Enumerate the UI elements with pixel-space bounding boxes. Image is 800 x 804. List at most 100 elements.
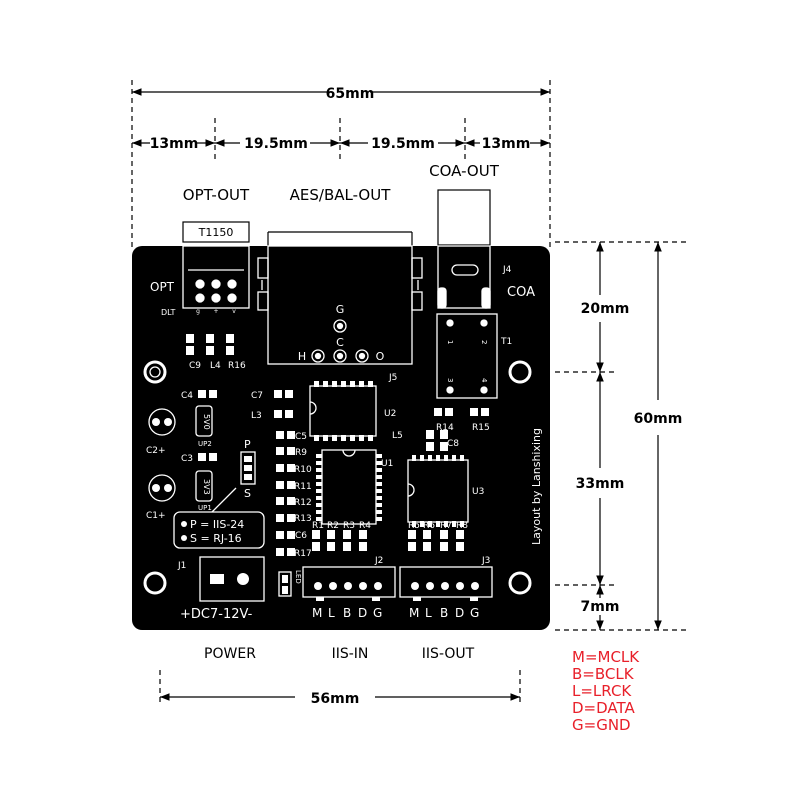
silk-r-left-0: R1: [312, 521, 324, 531]
silk-r-right-1: R6: [423, 521, 435, 531]
t1-outline: [436, 313, 498, 399]
silk-j2-pin-d: D: [358, 606, 367, 620]
silk-r-right-2: R7: [440, 521, 452, 531]
silk-up1: UP1: [198, 504, 212, 512]
ic-pin: [436, 455, 440, 461]
dim-total-width: 65mm: [326, 86, 375, 102]
silk-j3-pin-l: L: [425, 606, 432, 620]
silk-r-left-1: R2: [327, 521, 339, 531]
silk-j3-pin-m: M: [409, 606, 419, 620]
ic-pin: [412, 455, 416, 461]
ic-pin: [452, 521, 456, 527]
ic-pin: [316, 461, 322, 465]
dim-seg-1: 13mm: [150, 136, 199, 152]
silk-reg2-mark: 3V3: [202, 479, 211, 495]
silk-c1: C1+: [146, 511, 166, 521]
legend-l: L=LRCK: [572, 682, 632, 700]
silk-r11: R11: [294, 482, 312, 492]
legend-m: M=MCLK: [572, 648, 640, 666]
silk-xlr-c: C: [336, 336, 344, 349]
silk-l3: L3: [251, 411, 262, 421]
silk-c4: C4: [181, 391, 193, 401]
silk-j5: J5: [388, 373, 397, 383]
smd-pad: [359, 542, 367, 551]
silk-r13: R13: [294, 514, 312, 524]
ps-jumper: [240, 451, 256, 485]
c1-cap: [148, 474, 176, 502]
ic-pin: [316, 496, 322, 500]
smd-pad: [434, 408, 442, 416]
legend-d: D=DATA: [572, 699, 636, 717]
pin-legend: M=MCLK B=BCLK L=LRCK D=DATA G=GND: [572, 648, 640, 734]
dim-seg-4: 13mm: [482, 136, 531, 152]
smd-pad: [226, 334, 234, 343]
silk-r9: R9: [295, 448, 307, 458]
j2-pins: [314, 582, 382, 590]
silk-t1-pin4: 4: [480, 378, 488, 383]
mount-hole-br: [508, 571, 532, 595]
label-aes-bal-out: AES/BAL-OUT: [290, 186, 392, 204]
ic-pin: [314, 381, 319, 387]
silk-j2: J2: [374, 556, 383, 566]
dim-h-bottom: 7mm: [581, 599, 620, 615]
led-footprint: [278, 571, 292, 597]
silk-j3-pin-g: G: [470, 606, 479, 620]
silk-j2-pin-g: G: [373, 606, 382, 620]
dim-bottom-width: 56mm: [311, 691, 360, 707]
smd-pad: [186, 346, 194, 355]
ic-pin: [376, 517, 382, 521]
ic-pin: [452, 455, 456, 461]
smd-pad: [312, 542, 320, 551]
silk-pin-plus: +: [213, 308, 218, 315]
ic-pin: [420, 455, 424, 461]
jack-pin-2: [237, 573, 249, 585]
top-labels: OPT-OUT AES/BAL-OUT COA-OUT: [183, 162, 500, 204]
smd-pad: [456, 530, 464, 539]
smd-pad: [440, 430, 448, 439]
silk-t1-pin1: 1: [446, 340, 454, 344]
smd-pad: [274, 410, 282, 418]
bottom-labels: POWER IIS-IN IIS-OUT: [204, 646, 475, 662]
smd-pad: [276, 481, 284, 489]
silk-layout-credit: Layout by Lanshixing: [530, 428, 543, 545]
smd-pad: [426, 430, 434, 439]
label-iis-in: IIS-IN: [332, 646, 369, 662]
smd-pad: [285, 410, 293, 418]
silk-j3-pin-d: D: [455, 606, 464, 620]
label-opt-out: OPT-OUT: [183, 186, 250, 204]
silk-up2: UP2: [198, 440, 212, 448]
silk-coa: COA: [507, 285, 535, 300]
ic-pin: [323, 435, 328, 441]
ic-pin: [316, 489, 322, 493]
dim-seg-3: 19.5mm: [371, 136, 435, 152]
ic-pin: [376, 475, 382, 479]
smd-pad: [312, 530, 320, 539]
smd-pad: [423, 530, 431, 539]
smd-pad: [287, 497, 295, 505]
smd-pad: [408, 542, 416, 551]
silk-c9: C9: [189, 361, 201, 371]
ic-pin: [323, 381, 328, 387]
silk-u3: U3: [472, 487, 484, 497]
smd-pad: [287, 481, 295, 489]
ic-pin: [460, 455, 464, 461]
silk-j3: J3: [481, 556, 490, 566]
dimension-labels: 65mm 13mm 19.5mm 19.5mm 13mm 20mm 33mm 7…: [150, 86, 683, 707]
ic-pin: [359, 435, 364, 441]
smd-pad: [276, 497, 284, 505]
ic-pin: [316, 482, 322, 486]
ic-pin: [314, 435, 319, 441]
smd-pad: [287, 464, 295, 472]
ic-pin: [359, 381, 364, 387]
ic-pin: [376, 454, 382, 458]
ic-pin: [316, 517, 322, 521]
silk-c2: C2+: [146, 446, 166, 456]
ic-pin: [376, 489, 382, 493]
smd-pad: [440, 442, 448, 451]
mount-hole-tl: [143, 360, 167, 384]
silk-r17: R17: [294, 549, 312, 559]
silk-t1-pin2: 2: [480, 340, 488, 344]
smd-pad: [276, 548, 284, 556]
silk-j4: J4: [502, 265, 512, 275]
